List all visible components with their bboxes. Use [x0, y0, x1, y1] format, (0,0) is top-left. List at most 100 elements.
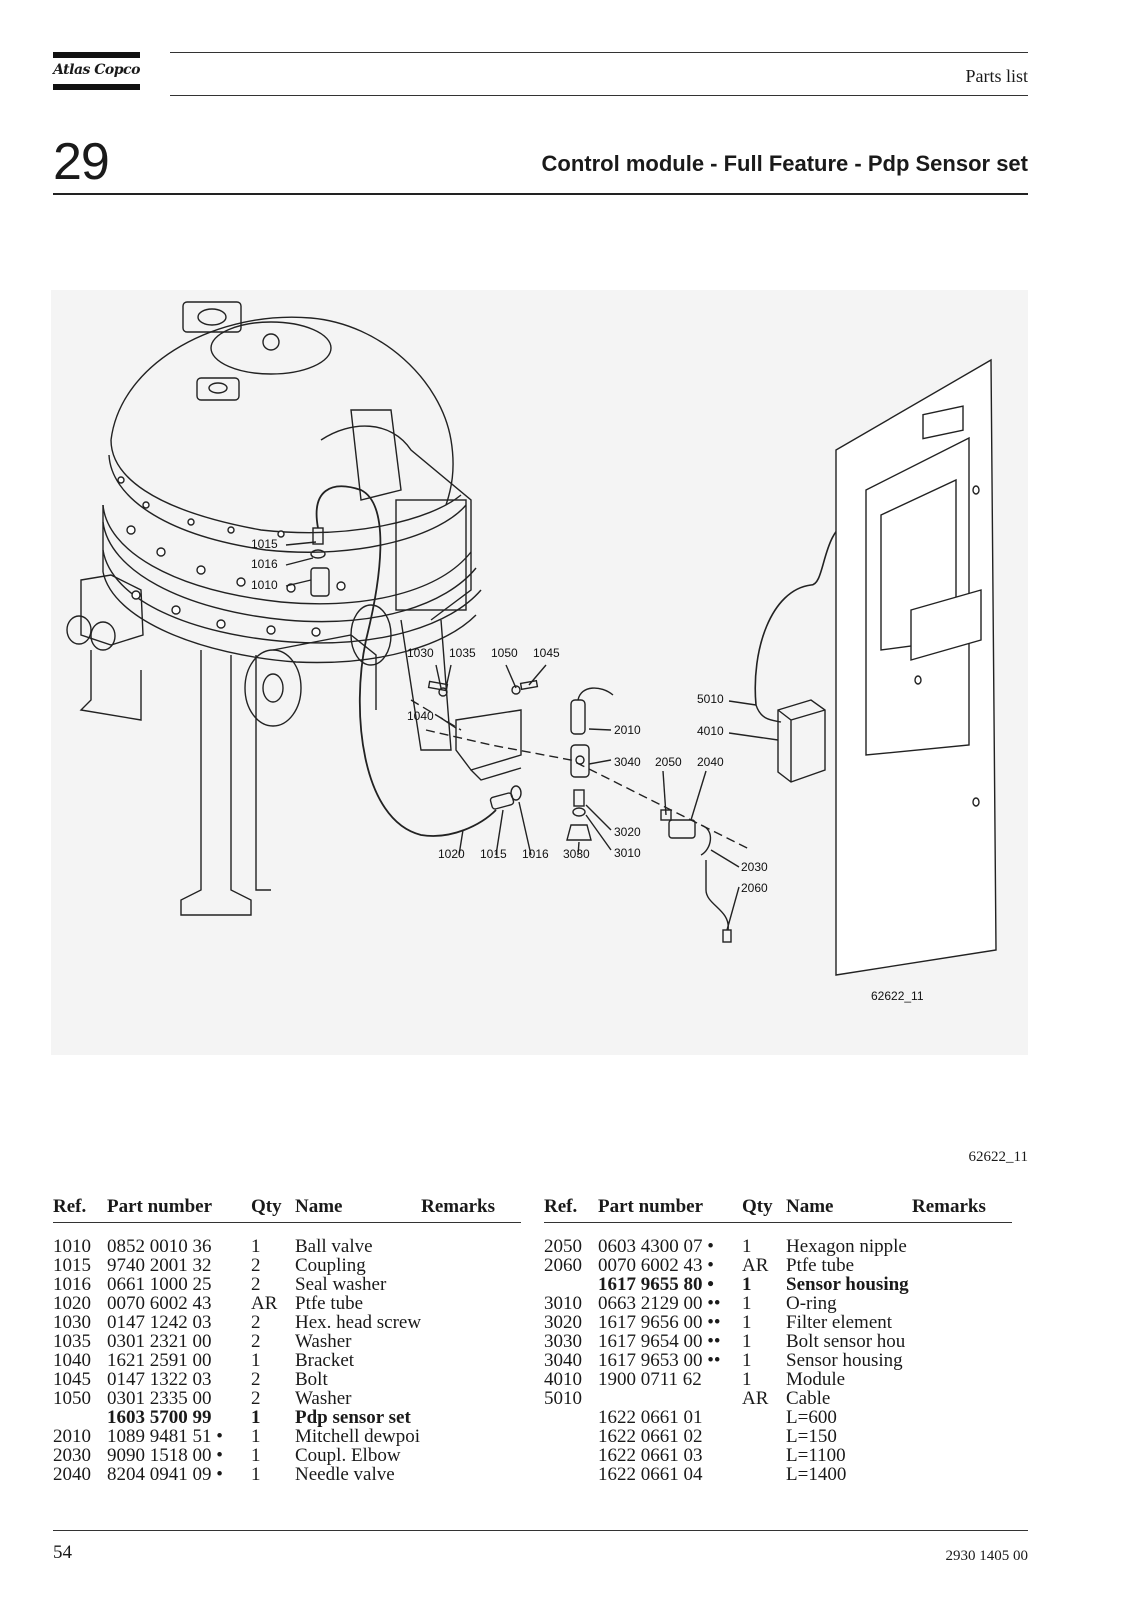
part-name: O-ring [786, 1293, 837, 1314]
part-qty: 2 [251, 1369, 261, 1390]
callout-1016: 1016 [251, 557, 278, 571]
part-remarks [912, 1465, 1012, 1484]
part-number: 0603 4300 07 • [598, 1236, 714, 1257]
part-remarks [912, 1351, 1012, 1370]
part-ref: 4010 [544, 1369, 582, 1390]
part-remarks [912, 1427, 1012, 1446]
callout-3030: 3030 [563, 847, 590, 861]
part-ref [544, 1427, 598, 1446]
part-qty: 1 [251, 1236, 261, 1257]
col-ref: Ref. [53, 1196, 107, 1223]
part-number: 0147 1242 03 [107, 1312, 212, 1333]
part-ref: 2040 [53, 1464, 91, 1485]
logo-bar-top [53, 52, 140, 58]
part-remarks [421, 1313, 521, 1332]
col-name: Name [786, 1196, 912, 1223]
part-name: Needle valve [295, 1464, 395, 1485]
part-name: Seal washer [295, 1274, 387, 1295]
part-qty: 1 [742, 1312, 752, 1333]
part-qty: 1 [742, 1331, 752, 1352]
part-name: Hexagon nipple [786, 1236, 907, 1257]
col-name: Name [295, 1196, 422, 1223]
part-ref: 2050 [544, 1236, 582, 1257]
part-number [598, 1389, 742, 1408]
part-remarks [912, 1389, 1012, 1408]
part-remarks [421, 1389, 521, 1408]
part-qty: 1 [251, 1350, 261, 1371]
part-number: 1622 0661 03 [598, 1445, 703, 1466]
callout-3010: 3010 [614, 846, 641, 860]
part-name: Cable [786, 1388, 831, 1409]
part-ref: 3030 [544, 1331, 582, 1352]
part-ref: 2060 [544, 1255, 582, 1276]
part-remarks [912, 1370, 1012, 1389]
part-number: 1622 0661 02 [598, 1426, 703, 1447]
part-remarks [912, 1313, 1012, 1332]
header-rule-top [170, 52, 1028, 53]
callout-1020: 1020 [438, 847, 465, 861]
part-number: 1617 9653 00 •• [598, 1350, 721, 1371]
callout-3040: 3040 [614, 755, 641, 769]
callout-2040: 2040 [697, 755, 724, 769]
part-name: Bolt [295, 1369, 328, 1390]
part-remarks [912, 1408, 1012, 1427]
part-ref [544, 1275, 598, 1294]
part-qty: AR [742, 1255, 769, 1276]
part-number: 0147 1322 03 [107, 1369, 212, 1390]
part-number: 0661 1000 25 [107, 1274, 212, 1295]
part-qty: 2 [251, 1388, 261, 1409]
part-qty: AR [742, 1388, 769, 1409]
part-qty: 1 [742, 1274, 752, 1295]
part-qty: 1 [251, 1464, 261, 1485]
part-ref: 1030 [53, 1312, 91, 1333]
callout-labels: 1015 1016 1010 1030 1035 1050 1045 1040 … [251, 537, 924, 1003]
callout-1010: 1010 [251, 578, 278, 592]
spacer-cell [53, 1223, 521, 1238]
part-name: Sensor housing [786, 1274, 909, 1295]
part-name: Coupl. Elbow [295, 1445, 401, 1466]
page-title: Control module - Full Feature - Pdp Sens… [541, 151, 1028, 176]
part-ref: 2030 [53, 1445, 91, 1466]
spacer-cell [544, 1223, 1012, 1238]
part-qty: 2 [251, 1274, 261, 1295]
part-name: Pdp sensor set [295, 1407, 411, 1428]
table-header-row: Ref. Part number Qty Name Remarks [544, 1196, 1012, 1223]
part-number: 1617 9655 80 • [598, 1274, 714, 1295]
header-rule-bottom [170, 95, 1028, 96]
part-ref [544, 1465, 598, 1484]
part-remarks [421, 1275, 521, 1294]
callout-1050: 1050 [491, 646, 518, 660]
part-ref: 1020 [53, 1293, 91, 1314]
col-qty: Qty [742, 1196, 786, 1223]
part-ref: 1040 [53, 1350, 91, 1371]
part-name: L=600 [786, 1407, 837, 1428]
part-qty [742, 1446, 786, 1465]
col-ref: Ref. [544, 1196, 598, 1223]
table-spacer [53, 1223, 521, 1238]
part-remarks [421, 1408, 521, 1427]
part-number: 1622 0661 01 [598, 1407, 703, 1428]
part-remarks [421, 1370, 521, 1389]
col-remarks: Remarks [421, 1196, 522, 1223]
callout-1015b: 1015 [480, 847, 507, 861]
part-number: 1621 2591 00 [107, 1350, 212, 1371]
logo-bar-bottom [53, 84, 140, 90]
part-qty [742, 1408, 786, 1427]
callout-4010: 4010 [697, 724, 724, 738]
part-qty: 1 [742, 1369, 752, 1390]
part-name: Mitchell dewpoi [295, 1426, 421, 1447]
part-remarks [912, 1332, 1012, 1351]
part-number: 0301 2335 00 [107, 1388, 212, 1409]
part-ref [544, 1446, 598, 1465]
part-qty: 1 [742, 1350, 752, 1371]
part-qty: 1 [742, 1293, 752, 1314]
page-number: 54 [53, 1542, 72, 1563]
